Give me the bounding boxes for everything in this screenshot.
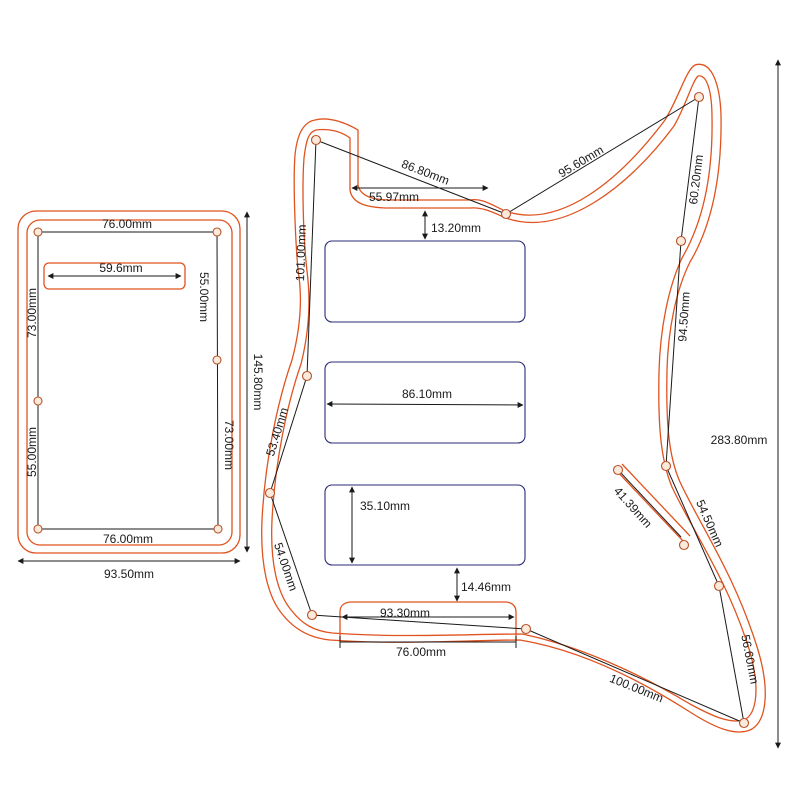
pickguard-outer-outline xyxy=(261,63,766,733)
pickguard-hole xyxy=(678,539,690,551)
label-right-upper: 60.20mm xyxy=(686,154,706,205)
label-top-right: 95.60mm xyxy=(556,143,606,181)
backplate-slot-label: 59.6mm xyxy=(99,261,142,275)
label-left-upper: 101.00mm xyxy=(293,224,309,281)
label-right-middle: 94.50mm xyxy=(675,291,692,342)
bottom-cutout xyxy=(339,601,517,640)
dim-bottom-long xyxy=(525,628,745,724)
pickguard-hole xyxy=(301,370,313,382)
backplate-left-lower-label: 55.00mm xyxy=(25,427,39,477)
pickguard-hole xyxy=(738,717,750,729)
dim-left-upper xyxy=(306,139,317,377)
pickguard-hole xyxy=(675,235,687,247)
label-left-middle: 53.40mm xyxy=(263,406,291,458)
dim-right-upper xyxy=(680,96,700,242)
backplate-inner-outline xyxy=(26,219,233,546)
dim-left-middle xyxy=(269,375,308,494)
pickguard-hole xyxy=(693,91,705,103)
backplate-slot xyxy=(43,262,186,290)
backplate-hole xyxy=(33,524,43,534)
label-right-bottom: 56.60mm xyxy=(738,633,761,685)
pickguard-hole xyxy=(310,134,322,146)
backplate-hole xyxy=(33,396,43,406)
backplate-right-upper-label: 55.00mm xyxy=(197,272,211,322)
label-bottom-cutout-width: 93.30mm xyxy=(380,606,430,620)
label-overall-height: 283.80mm xyxy=(711,433,768,447)
backplate-width-label: 93.50mm xyxy=(104,567,154,581)
pickguard-hole xyxy=(660,460,672,472)
pickguard-hole xyxy=(306,609,318,621)
pickup-cutout-middle xyxy=(324,361,526,444)
dim-top-right xyxy=(505,96,700,215)
backplate-right-line xyxy=(216,231,219,530)
backplate-hole xyxy=(33,227,43,237)
dim-pickup-width xyxy=(326,401,524,408)
pickguard-hole xyxy=(500,208,512,220)
backplate-left-upper-label: 73.00mm xyxy=(25,288,39,338)
label-pickup-height: 35.10mm xyxy=(360,499,410,513)
backplate-hole xyxy=(212,355,222,365)
backplate-height-label: 145.80mm xyxy=(251,354,265,411)
label-left-lower: 54.00mm xyxy=(271,541,301,593)
pickguard-hole xyxy=(264,487,276,499)
backplate-right-lower-label: 73.00mm xyxy=(222,420,236,470)
dim-top-left xyxy=(315,139,507,215)
label-pickup-gap-top: 13.20mm xyxy=(431,221,481,235)
pickguard-hole xyxy=(520,623,532,635)
label-pickup-gap-bottom: 14.46mm xyxy=(461,580,511,594)
pickguard-inner-outline xyxy=(271,75,757,722)
label-right-lower: 54.50mm xyxy=(693,498,726,549)
backplate-width-bottom-label: 76.00mm xyxy=(103,532,153,546)
backplate-hole xyxy=(212,227,222,237)
label-pickup-width: 86.10mm xyxy=(402,387,452,401)
dim-right-lower xyxy=(665,465,720,587)
pickguard: 86.80mm 55.97mm 95.60mm 13.20mm 101.00mm… xyxy=(261,59,781,749)
pickguard-hole xyxy=(713,580,725,592)
label-neck-cutout-width: 55.97mm xyxy=(369,190,419,204)
switch-slot xyxy=(613,463,691,543)
backplate-width-top-label: 76.00mm xyxy=(102,217,152,231)
backplate-outline xyxy=(17,210,241,554)
label-bottom-span: 76.00mm xyxy=(396,645,446,659)
backplate: 76.00mm 59.6mm 76.00mm 73.00mm 55.00mm 5… xyxy=(17,210,265,581)
pickup-cutout-neck xyxy=(324,240,526,323)
pickup-cutout-bridge xyxy=(324,484,526,566)
dim-right-middle xyxy=(665,240,682,467)
dim-left-lower xyxy=(269,492,313,616)
dim-right-bottom xyxy=(718,585,745,724)
backplate-hole xyxy=(213,524,223,534)
pickguard-hole xyxy=(612,464,624,476)
